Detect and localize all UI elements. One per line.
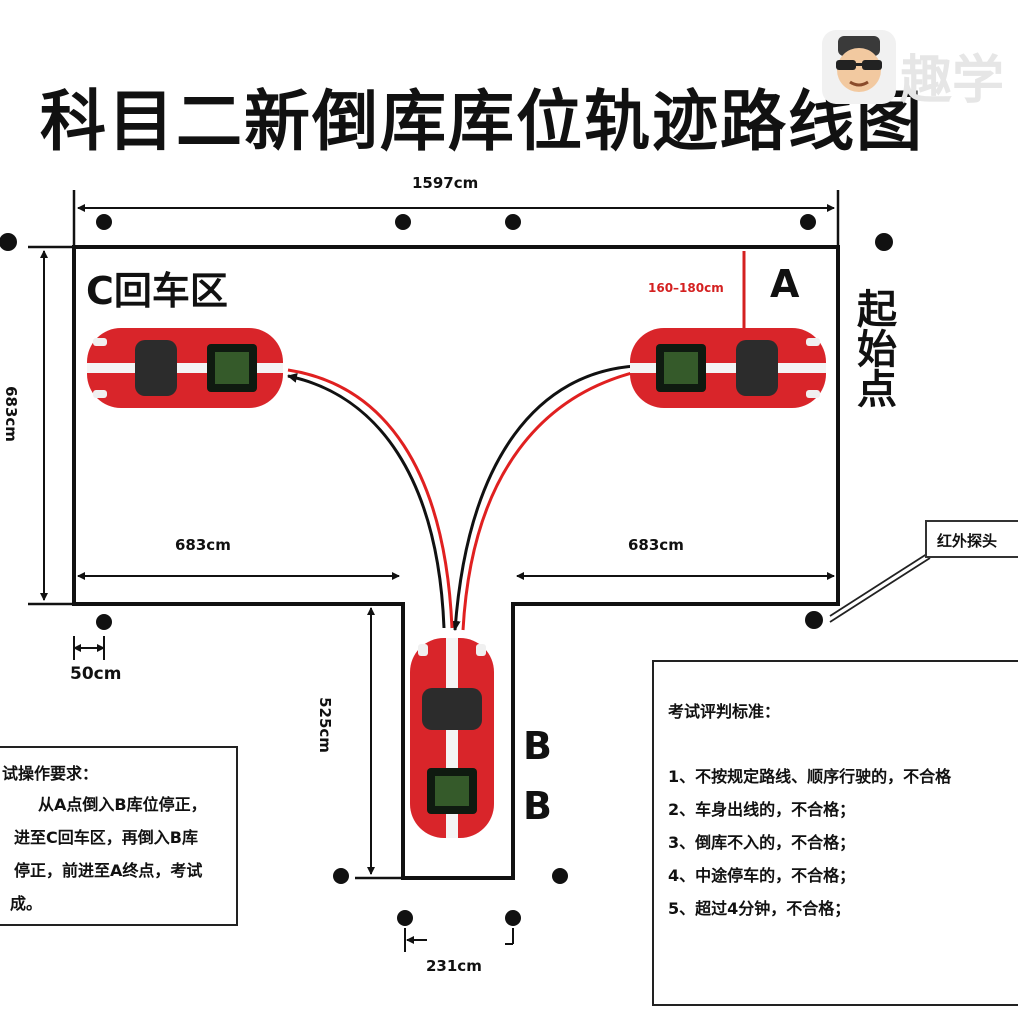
dim-label-right-lane: 683cm (628, 536, 684, 554)
stop-distance-label: 160–180cm (648, 281, 724, 295)
marker-dots (0, 214, 893, 926)
track-red-c-to-b (287, 368, 454, 629)
point-b-label: B (523, 724, 552, 768)
track-paths (287, 364, 637, 631)
infrared-pointer (829, 551, 931, 623)
point-b-label-2: B (523, 784, 552, 828)
operation-line: 进至C回车区，再倒入B库 (14, 828, 198, 847)
operation-line: 停正，前进至A终点，考试 (14, 861, 203, 880)
dot (552, 868, 568, 884)
dot (800, 214, 816, 230)
track-red-b-to-a (461, 370, 637, 631)
dot (333, 868, 349, 884)
dot (505, 910, 521, 926)
scoring-item: 5、超过4分钟，不合格； (668, 899, 851, 918)
watermark-text: 趣学 (900, 51, 1005, 111)
track-black-a-to-b (450, 364, 637, 631)
field-outline (72, 245, 840, 880)
dot (96, 214, 112, 230)
sunglasses-face-icon (822, 30, 896, 104)
dot (0, 233, 17, 251)
start-point-label: 起始点 (850, 288, 896, 408)
operation-line: 从A点倒入B库位停正， (38, 795, 207, 814)
dim-label-top: 1597cm (412, 174, 479, 192)
page-title: 科目二新倒库库位轨迹路线图 (40, 83, 924, 160)
dim-label-garage-width: 231cm (426, 957, 482, 975)
car-c (87, 328, 283, 408)
operation-heading: 试操作要求： (2, 764, 99, 783)
dot (96, 614, 112, 630)
car-a (630, 328, 826, 408)
track-black-b-to-c (287, 372, 446, 629)
dot (505, 214, 521, 230)
scoring-item: 2、车身出线的，不合格； (668, 800, 856, 819)
dim-label-edge: 50cm (70, 664, 122, 684)
dot (395, 214, 411, 230)
scoring-item: 1、不按规定路线、顺序行驶的，不合格 (668, 767, 952, 786)
watermark-logo: 趣学 (822, 30, 1018, 111)
dot (397, 910, 413, 926)
dimension-lines (40, 204, 835, 952)
dim-label-garage-depth: 525cm (316, 697, 334, 753)
operation-requirements-box: 试操作要求： 从A点倒入B库位停正， 进至C回车区，再倒入B库 停正，前进至A终… (0, 746, 238, 926)
dim-label-left: 683cm (2, 386, 20, 442)
dot (805, 611, 823, 629)
outer-lines (28, 190, 840, 880)
car-b (410, 638, 494, 838)
scoring-criteria-box: 考试评判标准： 1、不按规定路线、顺序行驶的，不合格 2、车身出线的，不合格； … (652, 660, 1018, 1006)
zone-c-label: C回车区 (86, 269, 228, 313)
operation-line: 成。 (10, 894, 43, 913)
dim-label-left-lane: 683cm (175, 536, 231, 554)
scoring-heading: 考试评判标准： (668, 702, 781, 721)
point-a-label: A (770, 262, 800, 306)
scoring-item: 3、倒库不入的，不合格； (668, 833, 856, 852)
dot (875, 233, 893, 251)
infrared-sensor-label: 红外探头 (925, 520, 1018, 558)
scoring-item: 4、中途停车的，不合格； (668, 866, 856, 885)
